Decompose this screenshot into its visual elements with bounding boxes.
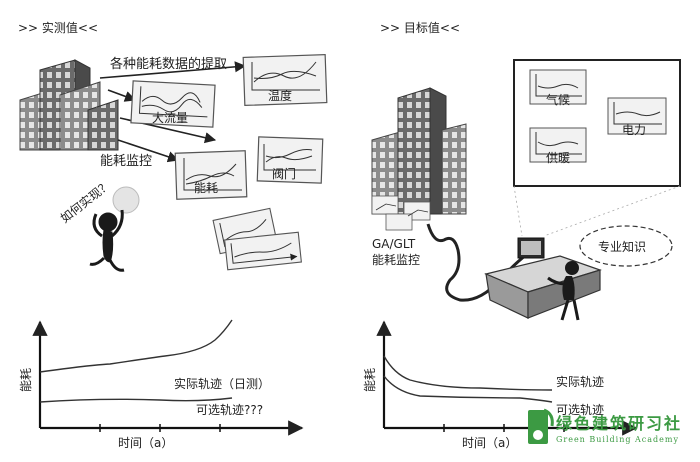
academy-logo-icon: [528, 408, 554, 444]
logo-name-en: Green Building Academy: [556, 435, 680, 444]
card-energy-label: 能耗: [194, 181, 218, 195]
right-chart: 能耗 时间（a） 实际轨迹 可选轨迹: [363, 320, 638, 450]
left-series-optional: [39, 397, 233, 403]
panel-power-label: 电力: [622, 123, 646, 137]
confused-person-icon: [89, 186, 140, 272]
panel-climate: 气候: [529, 69, 587, 107]
panel-power: 电力: [607, 97, 667, 137]
left-series-actual: [39, 319, 233, 373]
card-energy: 能耗: [174, 150, 248, 200]
right-series-actual: [383, 355, 553, 391]
panel-climate-label: 气候: [546, 92, 570, 107]
system-label-1: GA/GLT: [372, 237, 416, 251]
left-series-1-label: 实际轨迹（日测）: [174, 376, 270, 391]
right-series-2-label: 可选轨迹: [556, 403, 604, 417]
card-valve: 阀门: [256, 136, 324, 184]
card-flow: 大流量: [130, 80, 216, 128]
left-series-2-label: 可选轨迹???: [196, 403, 263, 417]
expert-knowledge-bubble: 专业知识: [579, 225, 673, 267]
card-temp-label: 温度: [268, 88, 292, 103]
card-valve-label: 阀门: [272, 166, 296, 181]
right-heading: >> 目标值<<: [380, 20, 460, 35]
data-arrows: [99, 61, 247, 163]
card-temp: 温度: [242, 53, 328, 107]
logo-name-cn: 绿色建筑研习社: [556, 414, 683, 433]
system-label-2: 能耗监控: [372, 253, 420, 267]
right-ylabel: 能耗: [363, 368, 377, 392]
projection-lines: [513, 185, 681, 237]
desk-with-analyst-icon: [484, 237, 602, 321]
building-right-icon: [371, 87, 467, 215]
target-screen: 气候 供暖 电力: [513, 59, 681, 187]
card-small-b: [224, 231, 302, 271]
left-heading: >> 实测值<<: [18, 20, 98, 35]
extract-label: 各种能耗数据的提取: [110, 56, 227, 72]
mini-charts: [371, 195, 431, 231]
right-series-1-label: 实际轨迹: [556, 374, 604, 389]
panel-heating: 供暖: [529, 127, 587, 165]
logo: 绿色建筑研习社 Green Building Academy: [556, 410, 696, 444]
card-flow-label: 大流量: [152, 111, 188, 125]
left-xlabel: 时间（a）: [118, 436, 173, 450]
monitor-label: 能耗监控: [100, 154, 152, 169]
left-ylabel: 能耗: [19, 368, 33, 392]
right-xlabel: 时间（a）: [462, 436, 517, 450]
panel-heating-label: 供暖: [546, 151, 570, 165]
building-cluster-icon: [19, 59, 119, 151]
left-chart: 能耗 时间（a） 实际轨迹（日测） 可选轨迹???: [19, 319, 304, 450]
expert-label: 专业知识: [598, 239, 646, 254]
right-series-optional: [383, 375, 553, 403]
